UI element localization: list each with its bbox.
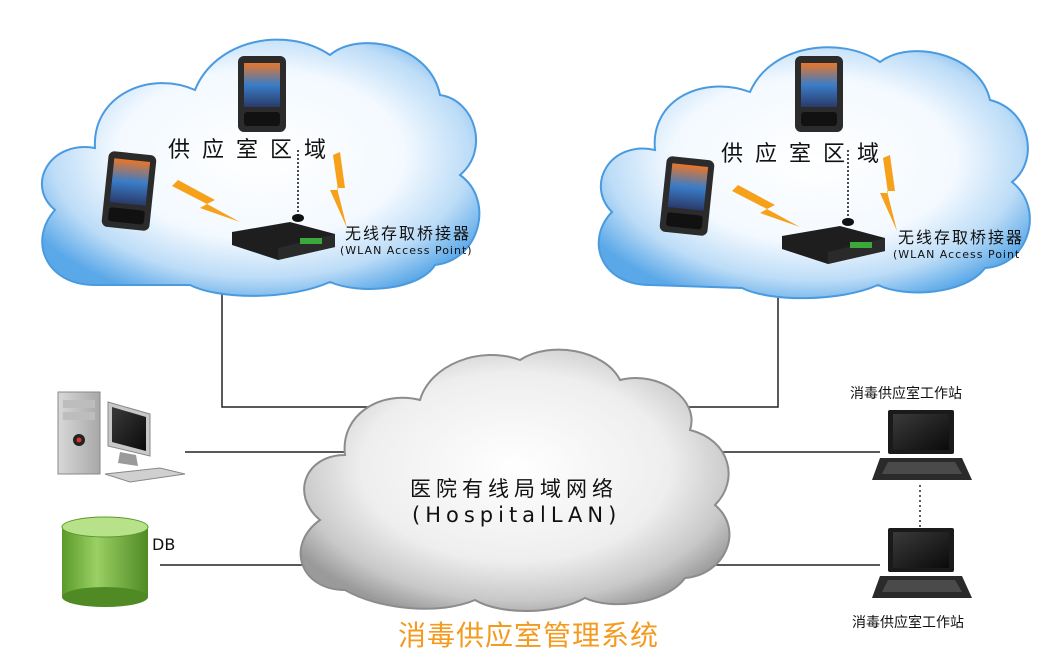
workstation-label-1: 消毒供应室工作站 bbox=[850, 386, 962, 402]
line-left-cloud-to-lan bbox=[221, 290, 390, 408]
pda-icon bbox=[659, 156, 715, 236]
lightning-icon bbox=[172, 180, 240, 222]
access-point-label-left: 无线存取桥接器 bbox=[345, 224, 472, 243]
pda-icon bbox=[101, 151, 157, 231]
area-label-right: 供应室区域 bbox=[721, 142, 892, 167]
access-point-icon bbox=[782, 150, 885, 264]
db-label: DB bbox=[152, 535, 176, 554]
lightning-icon bbox=[732, 185, 800, 227]
lightning-icon bbox=[880, 155, 897, 231]
connection-lines bbox=[160, 280, 921, 566]
access-point-label-right: 无线存取桥接器 bbox=[898, 228, 1025, 247]
access-point-icon bbox=[232, 150, 335, 260]
access-point-sublabel-left: (WLAN Access Point) bbox=[340, 244, 473, 257]
workstation-label-2: 消毒供应室工作站 bbox=[852, 615, 964, 631]
lightning-icons bbox=[172, 152, 897, 231]
pda-icon bbox=[238, 56, 286, 132]
cloud-lan bbox=[299, 348, 731, 612]
laptop-icon bbox=[872, 528, 972, 598]
desktop-computer-icon bbox=[57, 391, 186, 483]
lan-sublabel: (HospitalLAN) bbox=[412, 503, 622, 527]
access-point-sublabel-right: (WLAN Access Point bbox=[893, 248, 1021, 261]
area-label-left: 供应室区域 bbox=[168, 138, 339, 163]
pda-icon bbox=[795, 56, 843, 132]
laptop-icon bbox=[872, 410, 972, 480]
cloud-left bbox=[41, 38, 481, 297]
database-icon bbox=[61, 516, 149, 607]
system-title: 消毒供应室管理系统 bbox=[398, 619, 660, 652]
lightning-icon bbox=[330, 152, 347, 228]
cloud-right bbox=[597, 46, 1031, 300]
lan-label: 医院有线局域网络 bbox=[410, 477, 618, 501]
